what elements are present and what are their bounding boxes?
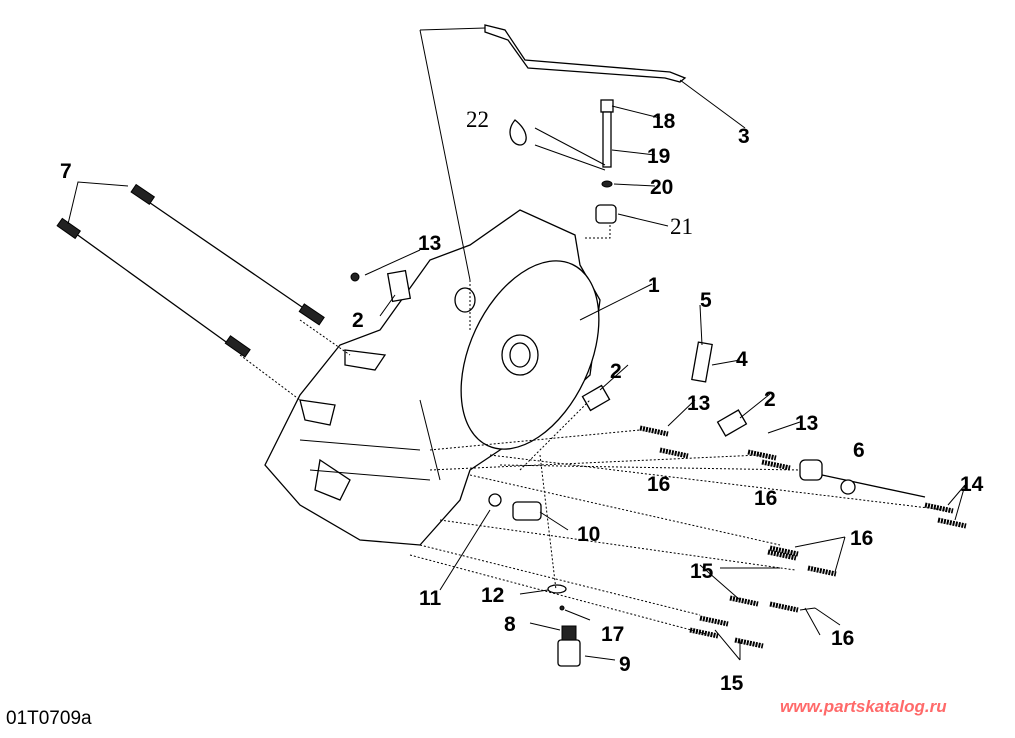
callout-22: 22: [466, 107, 489, 132]
callout-21: 21: [670, 214, 693, 239]
callout-19: 19: [647, 145, 670, 168]
callout-2: 2: [764, 388, 776, 411]
callout-20: 20: [650, 176, 673, 199]
callout-2: 2: [610, 360, 622, 383]
callout-14: 14: [960, 473, 984, 496]
bolt: [699, 615, 729, 627]
callout-9: 9: [619, 653, 631, 676]
crankcase-half: [264, 209, 601, 546]
bolt: [769, 601, 799, 613]
bolt: [769, 545, 799, 557]
bolt: [729, 595, 759, 607]
callout-7: 7: [60, 160, 72, 183]
bolt: [747, 449, 777, 461]
callout-4: 4: [736, 348, 748, 371]
callout-16: 16: [850, 527, 873, 550]
callout-13: 13: [795, 412, 818, 435]
callout-17: 17: [601, 623, 624, 646]
callout-11: 11: [419, 587, 442, 610]
breather-tube: [484, 24, 687, 83]
callout-10: 10: [577, 523, 600, 546]
callout-6: 6: [853, 439, 865, 462]
bolt: [639, 425, 669, 437]
callout-16: 16: [647, 473, 670, 496]
bolt: [761, 459, 791, 471]
bolt: [807, 565, 837, 577]
figure-id: 01T0709a: [6, 708, 92, 729]
small-parts: [350, 99, 926, 667]
bolt: [659, 447, 689, 459]
watermark-link[interactable]: www.partskatalog.ru: [780, 697, 947, 716]
leader-lines: [67, 27, 966, 661]
callout-5: 5: [700, 289, 712, 312]
callout-15: 15: [720, 672, 744, 695]
callout-8: 8: [504, 613, 516, 636]
callout-13: 13: [418, 232, 441, 255]
bolt: [767, 549, 797, 561]
callout-16: 16: [754, 487, 777, 510]
callout-15: 15: [690, 560, 714, 583]
callout-13: 13: [687, 392, 710, 415]
callout-12: 12: [481, 584, 504, 607]
stud-bolts: [56, 183, 325, 358]
callout-16: 16: [831, 627, 854, 650]
callout-1: 1: [648, 274, 660, 297]
callout-18: 18: [652, 110, 676, 133]
callout-3: 3: [738, 125, 750, 148]
bolt: [937, 517, 967, 529]
callout-2: 2: [352, 309, 364, 332]
bolt: [689, 627, 719, 639]
bolt: [924, 502, 954, 514]
bolt: [734, 637, 764, 649]
